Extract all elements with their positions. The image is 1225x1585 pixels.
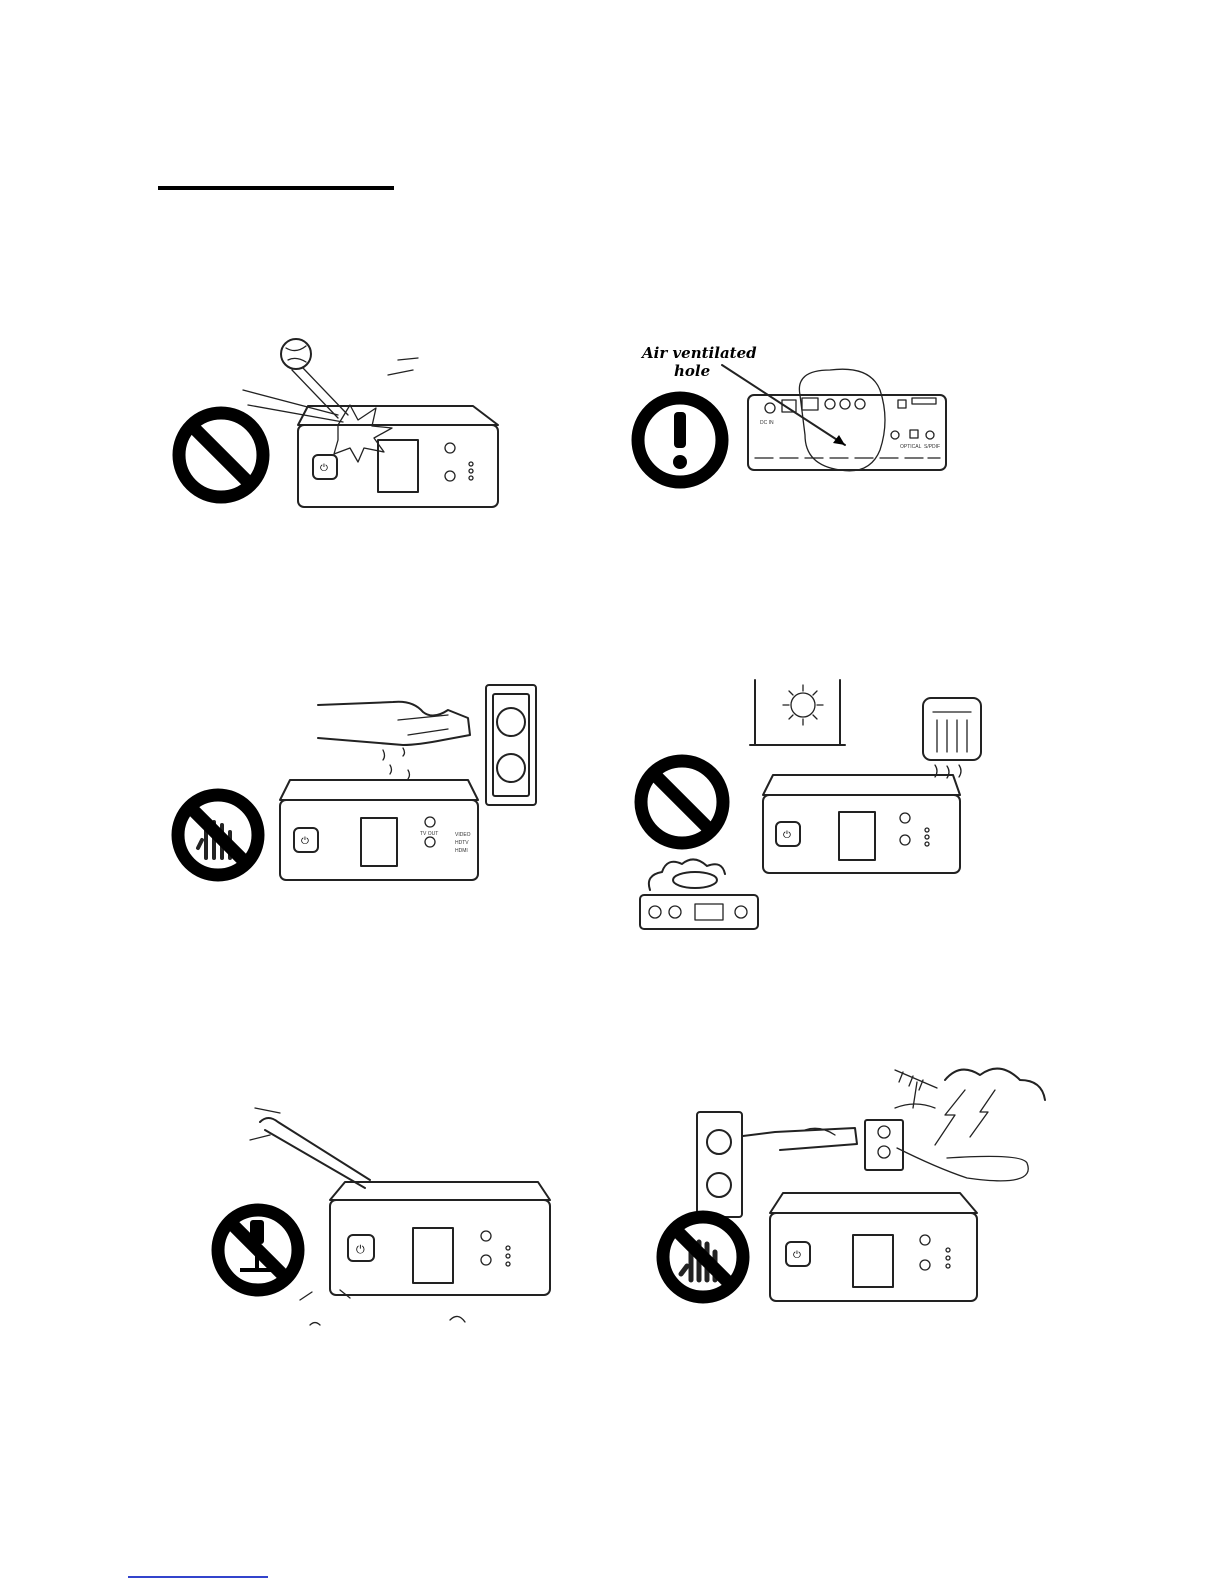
cloth-cover [799,369,885,471]
panel-wet-hands-warning: ⏻ TV OUT VIDEO HDTV HDMI [168,680,553,885]
prohibition-icon [641,761,723,843]
led-label-video: VIDEO [455,832,471,838]
prohibition-icon [179,413,263,497]
panel-ventilation-warning: Air ventilated hole DC IN OPTICAL S/PDIF [630,340,960,515]
svg-text:⏻: ⏻ [783,830,791,841]
wall-outlet-icon [697,1112,742,1217]
impact-illustration: ⏻ [168,330,508,515]
media-player-device: ⏻ [330,1182,550,1295]
svg-text:⏻: ⏻ [301,836,309,847]
rear-label-optical: OPTICAL [900,444,922,450]
screwdriver-tool-icon [250,1108,370,1188]
svg-text:⏻: ⏻ [793,1250,801,1261]
window-sun-icon [750,680,845,745]
device-tv-out-label: TV OUT [420,831,438,837]
wall-outlet-icon [486,685,536,805]
wet-hands-illustration: ⏻ TV OUT VIDEO HDTV HDMI [168,680,553,885]
media-player-device: ⏻ [298,406,498,507]
space-heater-icon [923,698,981,778]
screwdriver-prohibition-icon [218,1210,298,1290]
disassembly-illustration: ⏻ [210,1100,555,1335]
antenna-icon [895,1070,937,1108]
svg-text:⏻: ⏻ [320,463,328,474]
panel-lightning-warning: ⏻ [655,1060,1055,1308]
stop-hand-prohibition-icon [663,1217,743,1297]
ventilation-pointer-arrow [722,365,845,445]
falling-ball-icon [243,339,418,422]
wet-hand-prohibition-icon [178,795,258,875]
impact-burst-icon [334,405,392,462]
lightning-illustration: ⏻ [655,1060,1055,1308]
antenna-outlet-icon [865,1120,1028,1181]
footer-link-underline[interactable] [128,1576,268,1578]
svg-text:⏻: ⏻ [356,1243,365,1256]
hand-with-plug-icon [318,702,470,779]
storm-cloud-icon [935,1069,1045,1145]
panel-heat-warning: ⏻ [635,680,1005,935]
stove-icon [640,859,758,929]
led-label-hdmi: HDMI [455,848,468,854]
media-player-device: ⏻ [770,1193,977,1301]
ventilation-illustration: Air ventilated hole DC IN OPTICAL S/PDIF [630,340,960,515]
caution-icon [638,398,722,482]
heat-sources-illustration: ⏻ [635,680,1005,935]
rear-label-spdif: S/PDIF [924,444,940,450]
led-label-hdtv: HDTV [455,840,469,846]
media-player-device: ⏻ [763,775,960,873]
panel-impact-warning: ⏻ [168,330,508,515]
panel-disassembly-warning: ⏻ [210,1100,555,1335]
device-rear-panel: DC IN OPTICAL S/PDIF [748,395,946,470]
rear-label-dc-in: DC IN [760,420,774,426]
ventilation-label-line1: Air ventilated [640,344,757,362]
hand-unplugging-icon [743,1128,857,1150]
section-title-underline [158,186,394,190]
ventilation-label-line2: hole [674,362,710,380]
media-player-device: ⏻ TV OUT VIDEO HDTV HDMI [280,780,478,880]
